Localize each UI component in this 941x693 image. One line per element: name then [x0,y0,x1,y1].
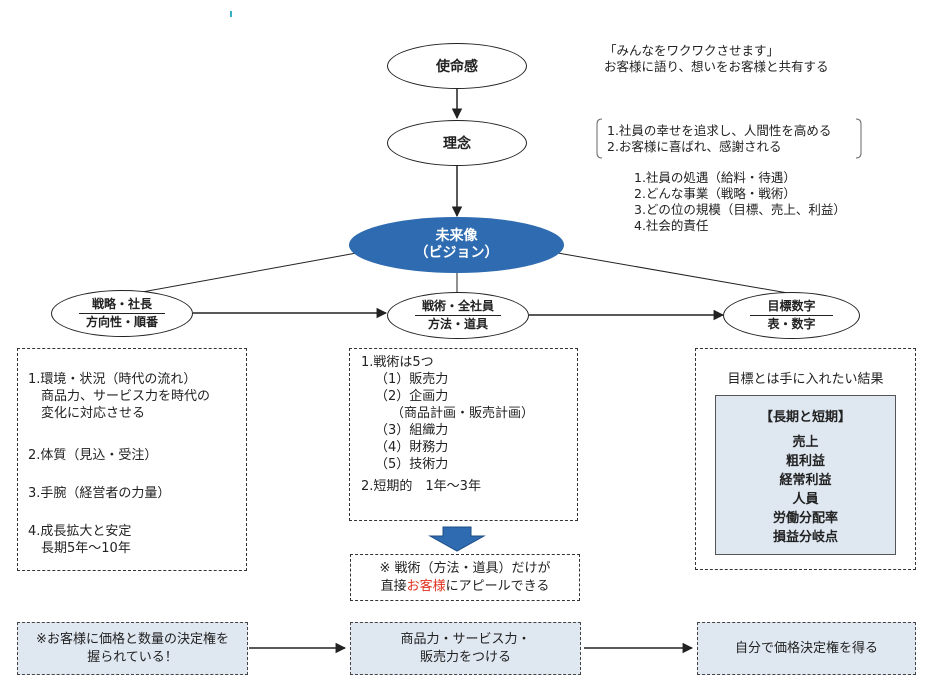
vision-note-line: 4.社会的責任 [634,218,709,233]
strategy-sublabel: 方向性・順番 [85,315,158,329]
target-panel-heading: 【長期と短期】 [759,410,851,425]
bottom-middle-box: 商品力・サービス力・ 販売力をつける [350,622,581,675]
mission-note: 「みんなをワクワクさせます」 お客様に語り、想いをお客様と共有する [604,43,829,75]
strategy-item-4-line: 4.成長拡大と安定 [28,524,132,539]
vision-oval: 未来像 （ビジョン） [349,217,564,273]
vision-note: 1.社員の処遇（給料・待遇） 2.どんな事業（戦略・戦術） 3.どの位の規模（目… [634,170,846,234]
appeal-highlight: お客様 [406,579,446,594]
target-caption: 目標とは手に入れたい結果 [727,372,884,387]
strategy-item-1-line: 変化に対応させる [28,406,146,421]
target-box: 目標とは手に入れたい結果 【長期と短期】 売上 粗利益 経常利益 人員 労働分配… [695,348,916,570]
target-item: 売上 [792,435,819,450]
tactics-item-sales: （1）販売力 [375,372,449,387]
strategy-item-1-line: 商品力、サービス力を時代の [28,389,211,404]
tactics-item-finance: （4）財務力 [375,440,449,455]
philosophy-label: 理念 [443,136,471,152]
bottom-left-box: ※お客様に価格と数量の決定権を 握られている！ [17,622,248,675]
target-label: 目標数字 [767,299,816,313]
strategy-item-3: 3.手腕（経営者の力量） [28,486,171,501]
mission-note-line: お客様に語り、想いをお客様と共有する [604,59,829,74]
appeal-line-1: ※ 戦術（方法・道具）だけが [379,561,551,576]
philosophy-note-bracket-left [596,118,603,159]
target-item: 経常利益 [779,473,832,488]
philosophy-note-bracket-right [855,118,862,159]
strategy-item-1-line: 1.環境・状況（時代の流れ） [28,372,197,387]
strategy-oval: 戦略・社長 方向性・順番 [51,290,193,337]
target-item: 人員 [792,492,819,507]
vision-note-line: 2.どんな事業（戦略・戦術） [634,186,796,201]
vision-to-target-line [551,251,806,297]
tactics-short-term: 2.短期的 1年〜3年 [361,479,481,494]
strategy-item-4: 4.成長拡大と安定 長期5年〜10年 [28,523,131,557]
appeal-text: 直接 [380,579,407,594]
target-item: 労働分配率 [772,511,838,526]
strategy-label: 戦略・社長 [91,297,152,311]
tactics-item-planning: （2）企画力 [375,389,449,404]
tactics-item-organization: （3）組織力 [375,423,449,438]
mission-label: 使命感 [436,59,478,75]
tactics-item-planning-detail: （商品計画・販売計画） [391,406,535,421]
strategy-item-1: 1.環境・状況（時代の流れ） 商品力、サービス力を時代の 変化に対応させる [28,371,210,422]
target-item: 損益分岐点 [772,530,838,545]
tactics-oval: 戦術・全社員 方法・道具 [387,292,529,339]
bottom-middle-line: 販売力をつける [419,649,511,665]
mission-note-line: 「みんなをワクワクさせます」 [604,43,780,58]
target-item: 粗利益 [785,454,825,469]
bottom-right-box: 自分で価格決定権を得る [697,622,916,675]
philosophy-note-line: 1.社員の幸せを追求し、人間性を高める [607,123,832,138]
vision-note-line: 3.どの位の規模（目標、売上、利益） [634,202,846,217]
bottom-left-line: 握られている！ [87,649,178,665]
mission-oval: 使命感 [387,43,527,89]
tactics-sublabel: 方法・道具 [427,317,488,331]
target-oval: 目標数字 表・数字 [723,292,860,339]
tactics-item-technology: （5）技術力 [375,457,449,472]
vision-note-line: 1.社員の処遇（給料・待遇） [634,170,796,185]
bottom-right-label: 自分で価格決定権を得る [734,640,878,656]
bottom-left-line: ※お客様に価格と数量の決定権を [36,631,229,647]
philosophy-note-line: 2.お客様に喜ばれ、感謝される [607,139,782,154]
strategy-box: 1.環境・状況（時代の流れ） 商品力、サービス力を時代の 変化に対応させる 2.… [17,348,247,571]
appeal-text: にアピールできる [445,579,550,594]
target-divider [749,315,834,316]
target-panel: 【長期と短期】 売上 粗利益 経常利益 人員 労働分配率 損益分岐点 [715,395,896,555]
strategy-item-4-line: 長期5年〜10年 [28,541,131,556]
appeal-line-2: 直接お客様にアピールできる [351,578,579,596]
bottom-middle-line: 商品力・サービス力・ [400,631,531,647]
strategy-item-2: 2.体質（見込・受注） [28,448,158,463]
vision-sublabel: （ビジョン） [414,245,499,261]
tactics-divider [414,315,502,316]
tactics-list: 1.戦術は5つ （1）販売力 （2）企画力 （商品計画・販売計画） （3）組織力… [361,354,534,495]
philosophy-oval: 理念 [387,120,527,166]
tactics-box: 1.戦術は5つ （1）販売力 （2）企画力 （商品計画・販売計画） （3）組織力… [349,348,578,521]
down-block-arrow-icon [428,526,486,552]
tactics-label: 戦術・全社員 [421,299,494,313]
tactics-heading: 1.戦術は5つ [361,355,434,370]
target-sublabel: 表・数字 [767,317,816,331]
vision-label: 未来像 [435,228,478,244]
strategy-divider [78,313,166,314]
appeal-note: ※ 戦術（方法・道具）だけが 直接お客様にアピールできる [350,554,580,601]
philosophy-note: 1.社員の幸せを追求し、人間性を高める 2.お客様に喜ばれ、感謝される [607,123,831,155]
vision-to-strategy-line [119,251,363,297]
